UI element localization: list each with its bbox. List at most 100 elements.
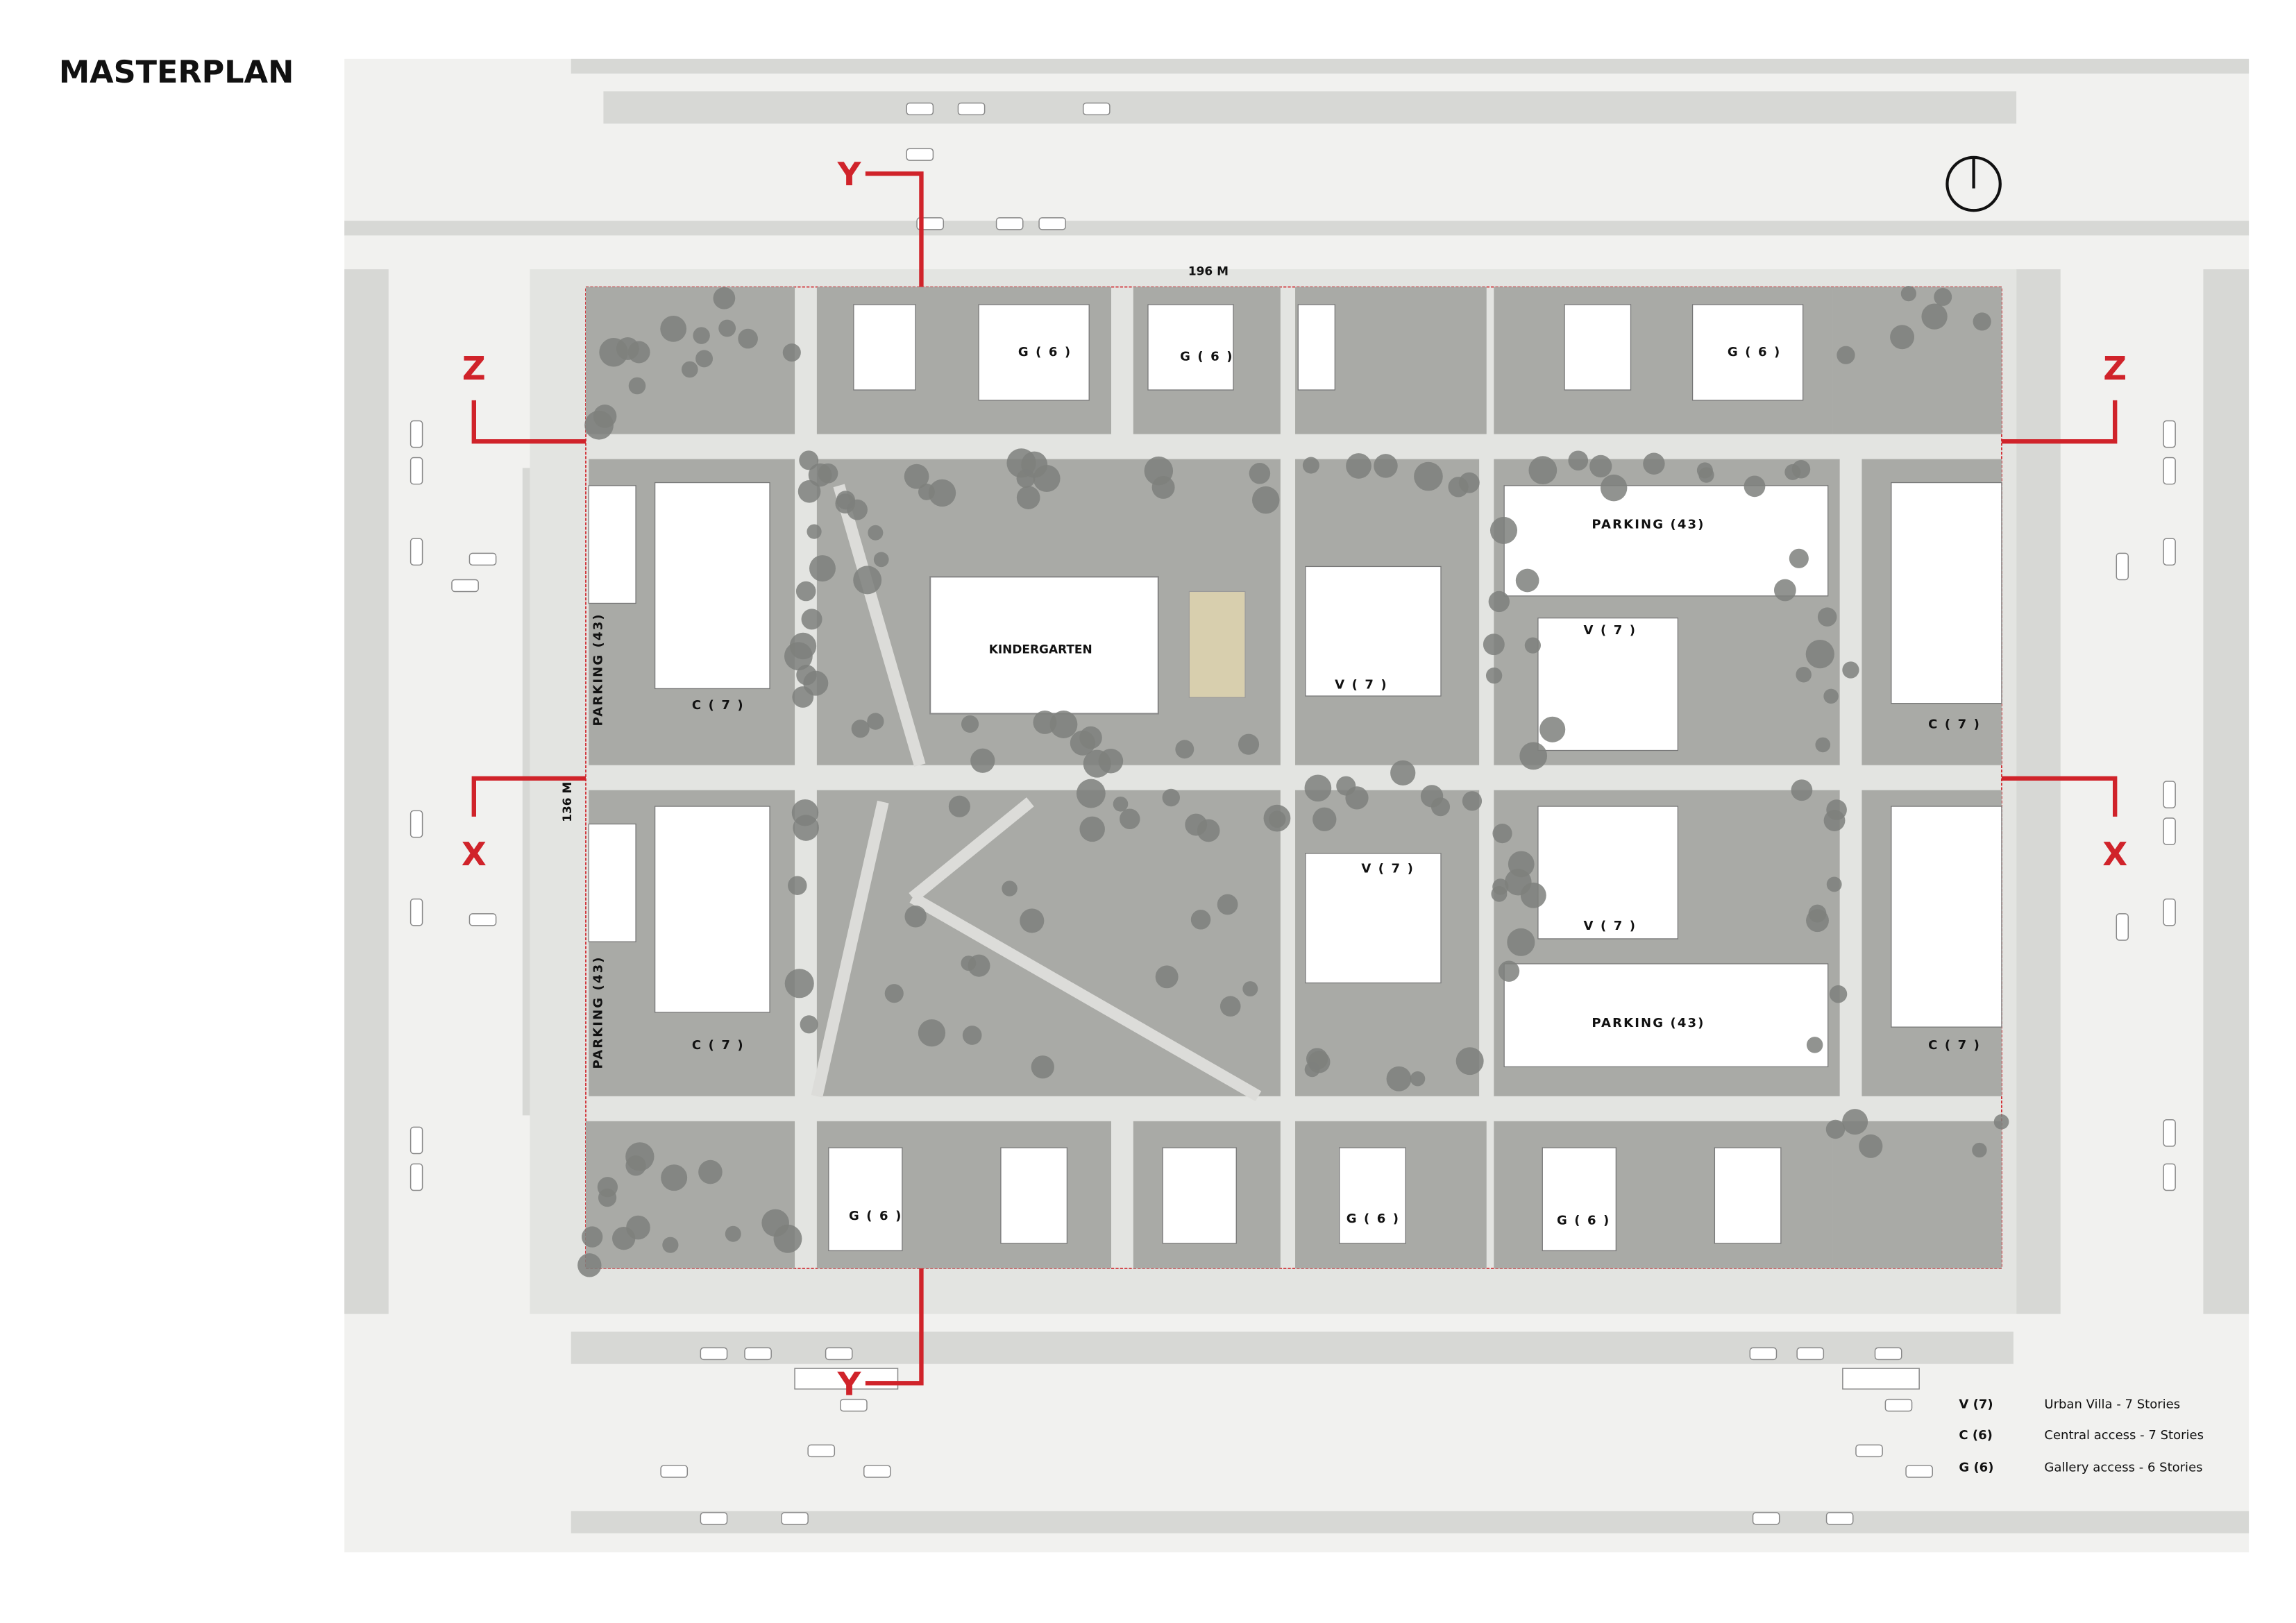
tree-icon: [695, 350, 714, 368]
section-x-marker: X: [2102, 836, 2127, 874]
tree-icon: [1492, 878, 1509, 895]
car-icon: [410, 1126, 423, 1155]
gallery-building-label: G ( 6 ): [1728, 345, 1781, 359]
villa-building-label: V ( 7 ): [1584, 623, 1637, 638]
building-footprint: [1305, 566, 1442, 697]
tree-icon: [681, 361, 698, 378]
legend-code: V (7): [1959, 1397, 1993, 1411]
tree-icon: [1249, 463, 1271, 484]
car-icon: [410, 810, 423, 838]
car-icon: [906, 102, 934, 116]
section-z-marker: Z: [462, 350, 486, 388]
tree-icon: [792, 686, 814, 708]
tree-icon: [1304, 774, 1332, 802]
tree-icon: [1238, 733, 1260, 755]
car-icon: [2163, 781, 2176, 808]
tree-icon: [1076, 779, 1106, 808]
building-footprint: [1297, 304, 1335, 391]
gallery-building-label: G ( 6 ): [1557, 1213, 1610, 1227]
tree-icon: [928, 479, 956, 507]
tree-icon: [970, 748, 995, 773]
sandbox: [1188, 590, 1246, 698]
tree-icon: [713, 287, 736, 309]
width-dimension: 196 M: [1188, 264, 1229, 278]
tree-icon: [616, 337, 639, 360]
tree-icon: [867, 713, 884, 730]
tree-icon: [797, 479, 821, 503]
gallery-building-label: G ( 6 ): [1018, 345, 1072, 359]
car-icon: [469, 552, 497, 566]
building-footprint: [1305, 853, 1442, 984]
tree-icon: [1049, 711, 1078, 738]
tree-icon: [698, 1159, 723, 1184]
tree-icon: [1826, 876, 1842, 892]
tree-icon: [1113, 796, 1129, 812]
tree-icon: [948, 795, 970, 817]
tree-icon: [1483, 634, 1505, 656]
parking-label: PARKING (43): [591, 613, 605, 726]
tree-icon: [1528, 456, 1558, 485]
tree-icon: [693, 327, 710, 344]
tree-icon: [662, 1237, 679, 1253]
green-block: [816, 790, 1281, 1096]
tree-icon: [1515, 568, 1539, 593]
tree-icon: [1002, 881, 1018, 897]
tree-icon: [1806, 909, 1829, 933]
tree-icon: [1508, 851, 1535, 878]
tree-icon: [1498, 960, 1520, 982]
building-footprint: [828, 1147, 903, 1252]
tree-icon: [904, 906, 927, 928]
tree-icon: [1934, 287, 1952, 306]
car-icon: [2163, 538, 2176, 566]
tree-icon: [1070, 730, 1095, 756]
car-icon: [1752, 1512, 1780, 1525]
building-footprint: [1564, 304, 1632, 391]
tree-icon: [1219, 996, 1241, 1017]
building-footprint: [1542, 1147, 1617, 1252]
gallery-building-label: G ( 6 ): [1347, 1212, 1400, 1226]
car-icon: [700, 1347, 728, 1361]
tree-icon: [851, 720, 870, 738]
tree-icon: [1462, 791, 1483, 811]
tree-icon: [625, 1142, 655, 1171]
tree-icon: [961, 715, 979, 733]
car-icon: [2163, 420, 2176, 448]
tree-icon: [1120, 808, 1140, 830]
tree-icon: [808, 463, 832, 487]
parking-label: PARKING (43): [1592, 517, 1705, 532]
tree-icon: [1031, 1055, 1054, 1079]
tree-icon: [1519, 742, 1548, 770]
tree-icon: [1020, 908, 1045, 933]
tree-icon: [1345, 786, 1369, 810]
tree-icon: [1825, 1119, 1846, 1139]
section-lines: [471, 171, 2118, 1386]
building-footprint: [978, 304, 1090, 401]
tree-icon: [1791, 460, 1811, 479]
car-icon: [2163, 457, 2176, 485]
tree-icon: [884, 984, 904, 1003]
tree-icon: [1488, 590, 1510, 613]
building-footprint: [1339, 1147, 1406, 1244]
building-footprint: [1714, 1147, 1782, 1244]
car-icon: [1082, 102, 1111, 116]
tree-icon: [1698, 467, 1714, 483]
tree-icon: [1791, 779, 1813, 801]
tree-icon: [1993, 1114, 2009, 1130]
gallery-building-label: G ( 6 ): [1180, 350, 1233, 364]
tree-icon: [1492, 824, 1512, 844]
tree-icon: [1410, 1071, 1426, 1087]
car-icon: [410, 1163, 423, 1191]
tree-icon: [661, 1164, 688, 1191]
legend-text: Urban Villa - 7 Stories: [2044, 1397, 2180, 1411]
car-icon: [957, 102, 986, 116]
tree-icon: [1386, 1066, 1412, 1091]
tree-icon: [1175, 740, 1195, 759]
tree-icon: [1016, 486, 1040, 509]
car-icon: [660, 1465, 689, 1478]
tree-icon: [1312, 807, 1337, 831]
car-icon: [1905, 1465, 1933, 1478]
park-paths: [811, 484, 1262, 1102]
tree-icon: [1268, 810, 1286, 828]
building-footprint: [654, 482, 770, 690]
building-footprint: [654, 806, 770, 1013]
